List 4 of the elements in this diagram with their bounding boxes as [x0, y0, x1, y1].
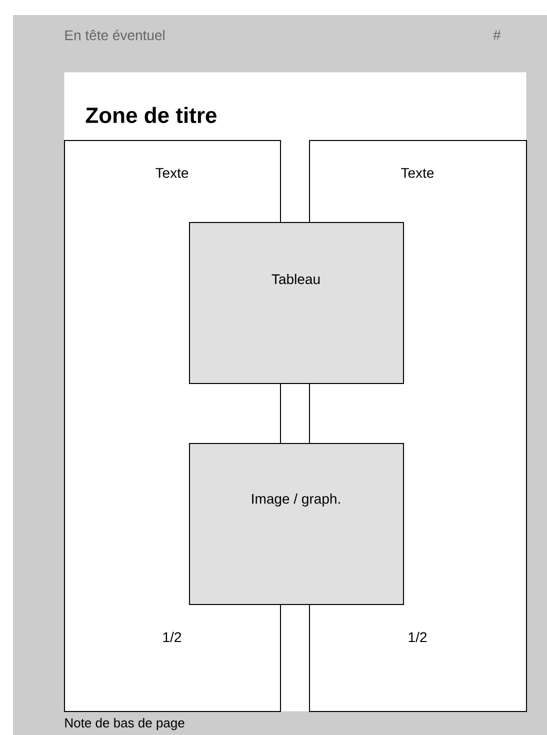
content-box: Image / graph.: [189, 443, 404, 605]
header-text: En tête éventuel: [65, 30, 164, 40]
header-text: #: [493, 30, 501, 40]
content-box: Tableau: [189, 222, 404, 384]
